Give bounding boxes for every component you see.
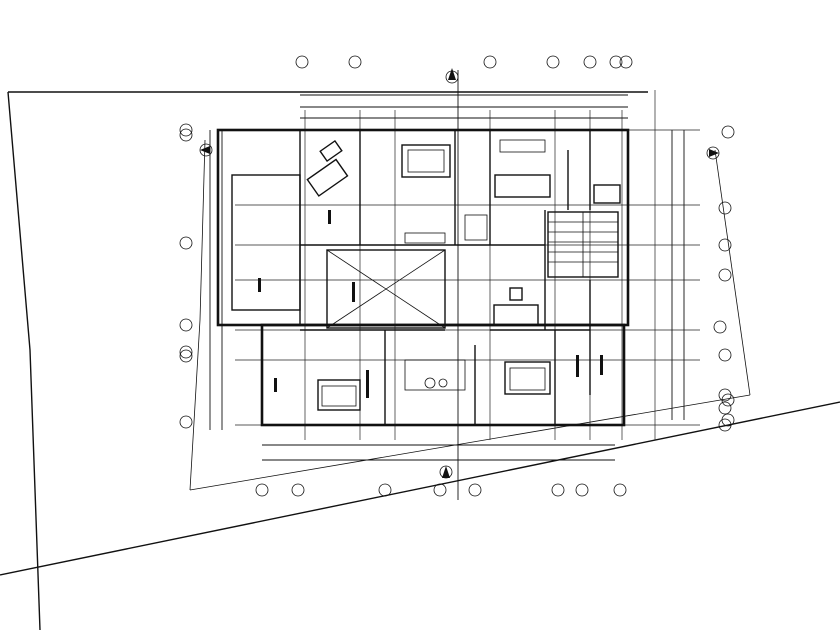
- grid-marker: [718, 268, 732, 282]
- grid-marker: [291, 483, 305, 497]
- exterior-walls: [216, 128, 630, 427]
- grid-marker: [718, 201, 732, 215]
- grid-marker: [619, 55, 633, 69]
- grid-marker: [179, 415, 193, 429]
- grid-marker: [468, 483, 482, 497]
- north-arrow: [200, 146, 210, 154]
- grid-marker: [483, 55, 497, 69]
- dimension-lines: [209, 70, 685, 500]
- north-arrows: [200, 68, 719, 478]
- grid-marker: [179, 318, 193, 332]
- grid-marker: [551, 483, 565, 497]
- courtyard-void: [326, 249, 446, 329]
- grid-marker: [179, 345, 193, 359]
- grid-marker: [613, 483, 627, 497]
- grid-markers-right: [706, 125, 735, 432]
- room-tags: [258, 210, 603, 398]
- grid-marker: [433, 483, 447, 497]
- grid-markers-bottom: [255, 465, 627, 497]
- grid-marker: [718, 401, 732, 415]
- grid-marker: [179, 349, 193, 363]
- grid-marker: [609, 55, 623, 69]
- structural-grid: [235, 90, 700, 440]
- grid-marker: [721, 125, 735, 139]
- staircase: [547, 211, 619, 278]
- grid-marker: [378, 483, 392, 497]
- grid-marker: [713, 320, 727, 334]
- grid-marker: [575, 483, 589, 497]
- interior-walls: [299, 130, 591, 425]
- grid-marker: [546, 55, 560, 69]
- grid-marker: [179, 128, 193, 142]
- north-arrow: [448, 68, 456, 80]
- grid-marker: [179, 236, 193, 250]
- grid-marker: [721, 413, 735, 427]
- grid-marker: [255, 483, 269, 497]
- grid-marker: [721, 393, 735, 407]
- site-boundary: [0, 91, 840, 630]
- grid-marker: [179, 123, 193, 137]
- grid-marker: [583, 55, 597, 69]
- grid-marker: [348, 55, 362, 69]
- grid-marker: [718, 238, 732, 252]
- grid-marker: [718, 348, 732, 362]
- north-arrow: [442, 466, 450, 478]
- grid-markers-top: [295, 55, 633, 84]
- north-arrow: [709, 149, 719, 157]
- furniture: [306, 139, 621, 411]
- grid-marker: [295, 55, 309, 69]
